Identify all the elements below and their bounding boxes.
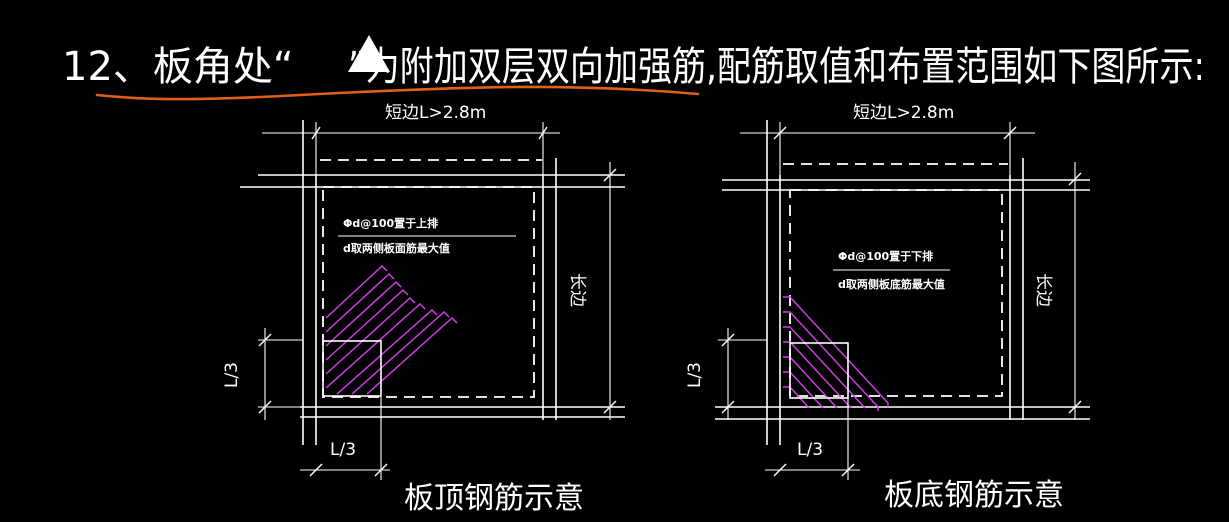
right-diagram: 短边L>2.8m 长边 Φd@100置于下排 d取两侧板底筋最大值 (685, 103, 1090, 513)
right-long-side-label: 长边 (1033, 273, 1053, 307)
right-dashed-rebar-outline (789, 189, 1003, 397)
left-corner-rebars (325, 264, 458, 395)
right-caption: 板底钢筋示意 (884, 478, 1064, 513)
left-long-side-label: 长边 (567, 273, 587, 307)
left-rebar (325, 280, 402, 347)
right-dim-tick (721, 400, 735, 414)
right-note-line1: Φd@100置于下排 (838, 249, 933, 263)
right-rebar (783, 296, 889, 407)
left-rebar (336, 308, 438, 395)
left-rebar (366, 316, 458, 395)
right-corner-dim-horizontal: L/3 (797, 440, 823, 460)
right-rebar (783, 326, 866, 409)
left-rebar (325, 272, 395, 333)
white-triangle-icon (348, 35, 390, 72)
left-dim-tick (603, 168, 617, 182)
left-dim-tick (603, 400, 617, 414)
left-rebar (325, 288, 409, 361)
left-dashed-rebar-outline (322, 186, 535, 398)
left-note-line2: d取两侧板面筋最大值 (343, 241, 450, 255)
hand-drawn-underline (95, 85, 700, 101)
left-diagram: 短边L>2.8m 长边 Φd@100置于上排 d取两侧板面筋最大值 (222, 103, 625, 516)
right-dim-tick (1068, 400, 1082, 414)
left-rebar (325, 302, 426, 389)
left-short-side-label: 短边L>2.8m (385, 103, 486, 123)
right-rebar (783, 371, 824, 409)
right-short-side-label: 短边L>2.8m (853, 103, 954, 123)
heading: 12、板角处“ ”为附加双层双向加强筋,配筋取值和布置范围如下图所示: (62, 35, 1205, 101)
right-rebar (783, 341, 852, 409)
left-rebar (325, 264, 388, 319)
heading-text-before: 12、板角处“ (62, 44, 294, 90)
left-rebar (325, 296, 416, 375)
right-dim-tick (1068, 172, 1082, 186)
left-caption: 板顶钢筋示意 (404, 481, 584, 516)
left-corner-region-box (322, 340, 382, 397)
left-rebar (351, 310, 450, 395)
left-dim-tick (309, 463, 323, 477)
left-note-line1: Φd@100置于上排 (343, 216, 438, 230)
left-corner-dim-vertical: L/3 (222, 362, 242, 388)
right-dim-tick (721, 333, 735, 347)
right-corner-dim-vertical: L/3 (685, 362, 705, 388)
heading-text-after: ”为附加双层双向加强筋,配筋取值和布置范围如下图所示: (348, 44, 1205, 90)
right-corner-region-box (789, 342, 849, 399)
right-corner-rebars (783, 296, 889, 411)
left-dim-tick (258, 400, 272, 414)
right-dim-tick (773, 463, 787, 477)
left-corner-dim-horizontal: L/3 (330, 440, 356, 460)
right-note-line2: d取两侧板底筋最大值 (838, 277, 945, 291)
right-rebar (783, 311, 879, 411)
left-dim-tick (258, 333, 272, 347)
